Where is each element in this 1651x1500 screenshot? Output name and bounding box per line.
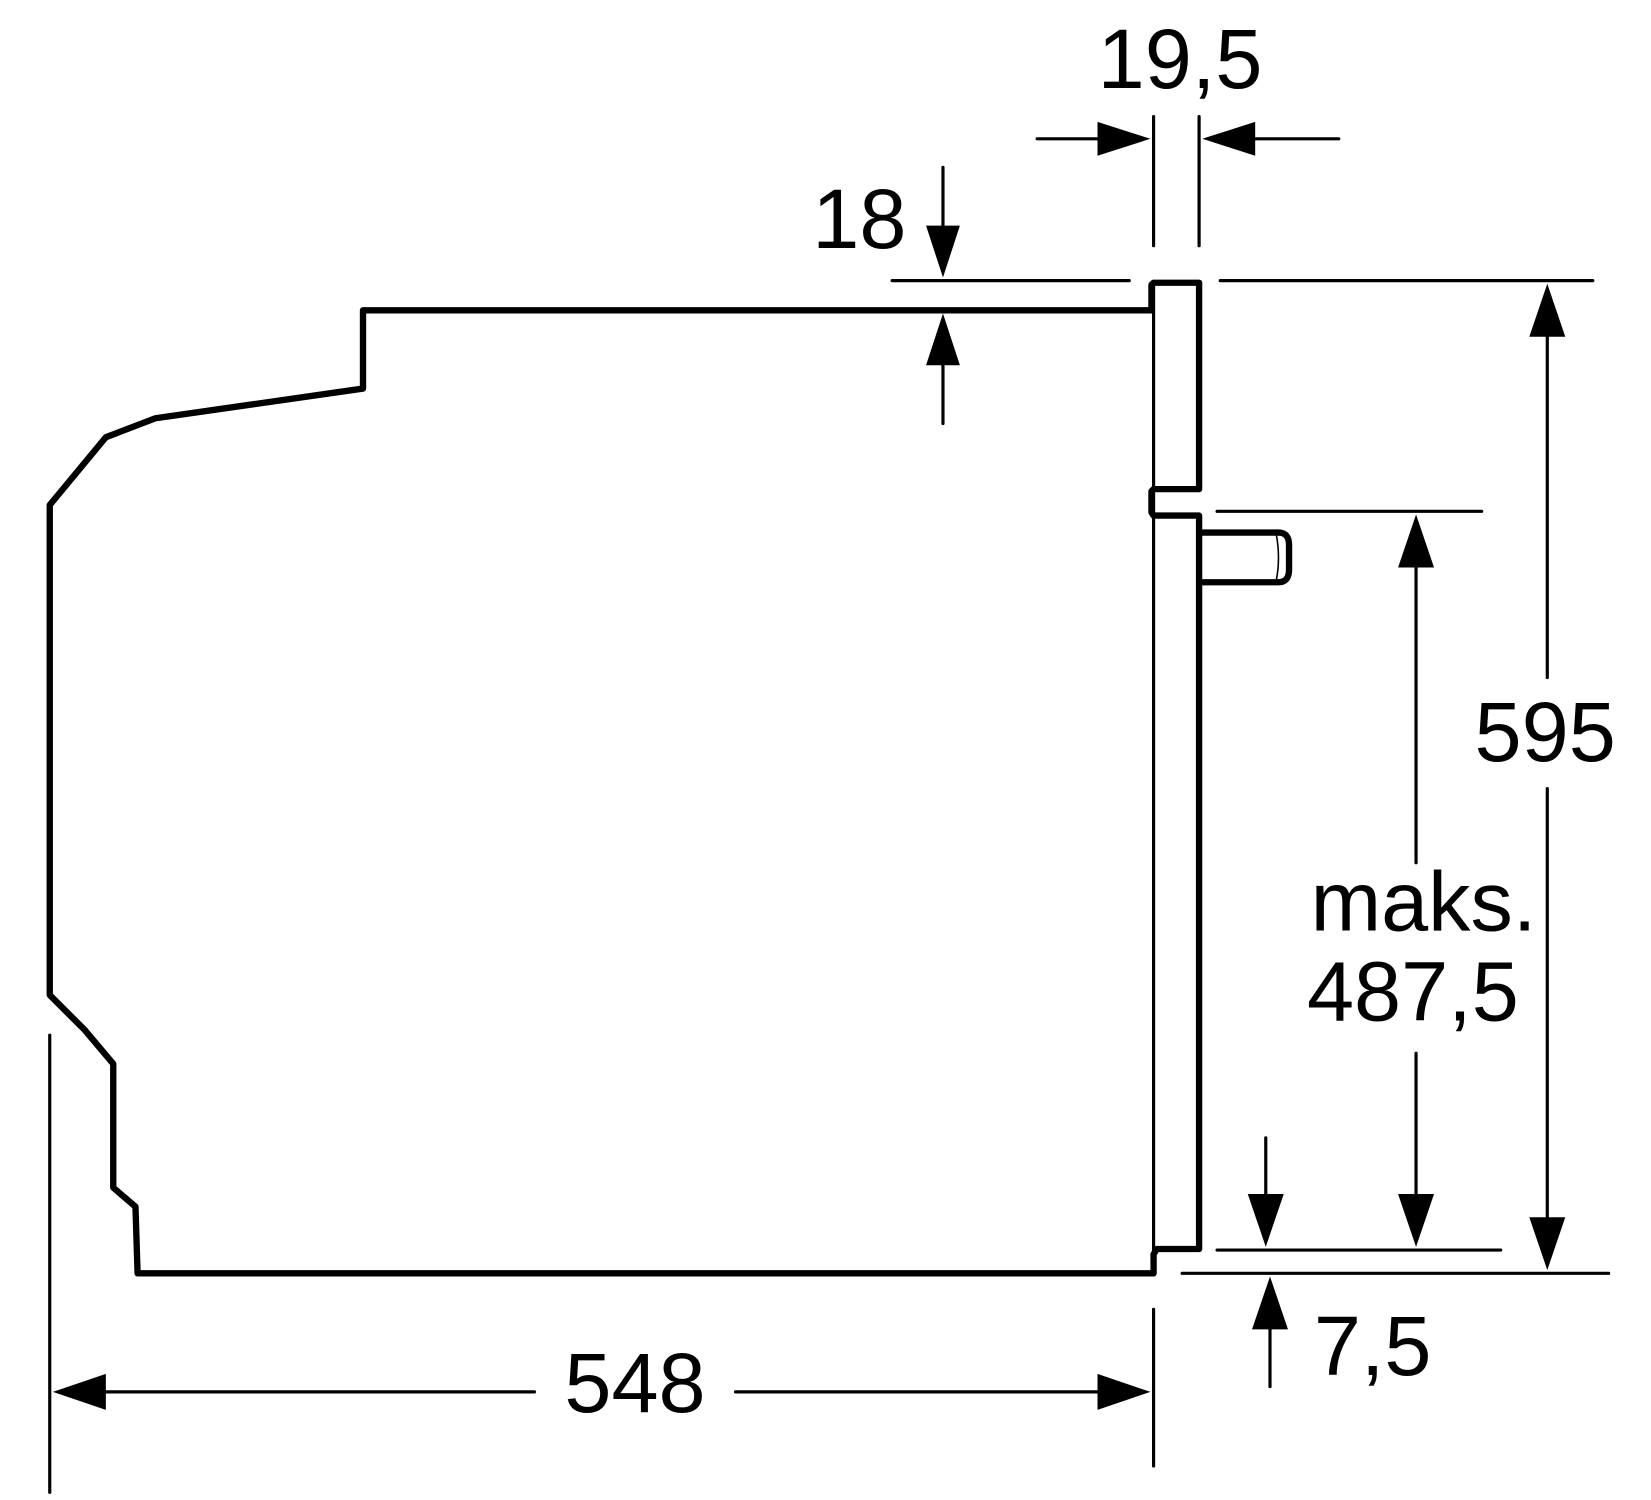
door-handle-detail bbox=[1275, 533, 1280, 581]
arrow-down-icon bbox=[926, 225, 960, 278]
dim-top-offset-label: 18 bbox=[812, 171, 906, 266]
arrow-left-icon bbox=[1202, 121, 1256, 156]
arrow-up-icon bbox=[1398, 514, 1435, 568]
dim-total-height-label: 595 bbox=[1475, 684, 1616, 779]
arrow-up-icon bbox=[1252, 1276, 1288, 1330]
oven-body-outline bbox=[46, 279, 1203, 1277]
arrow-up-icon bbox=[1529, 283, 1566, 337]
dim-bottom-offset-label: 7,5 bbox=[1314, 1298, 1432, 1393]
dim-max-label: maks. bbox=[1311, 854, 1537, 949]
arrow-down-icon bbox=[1398, 1193, 1435, 1247]
dim-door-thickness-label: 19,5 bbox=[1098, 11, 1263, 106]
arrow-left-icon bbox=[52, 1373, 106, 1410]
arrow-right-icon bbox=[1097, 1373, 1151, 1410]
arrow-right-icon bbox=[1097, 121, 1151, 156]
arrow-down-icon bbox=[1247, 1193, 1284, 1247]
dim-depth-label: 548 bbox=[564, 1335, 705, 1430]
door-handle bbox=[1195, 529, 1293, 586]
arrow-up-icon bbox=[926, 313, 960, 366]
dim-max-height-label: 487,5 bbox=[1307, 944, 1519, 1039]
arrow-down-icon bbox=[1529, 1217, 1566, 1271]
